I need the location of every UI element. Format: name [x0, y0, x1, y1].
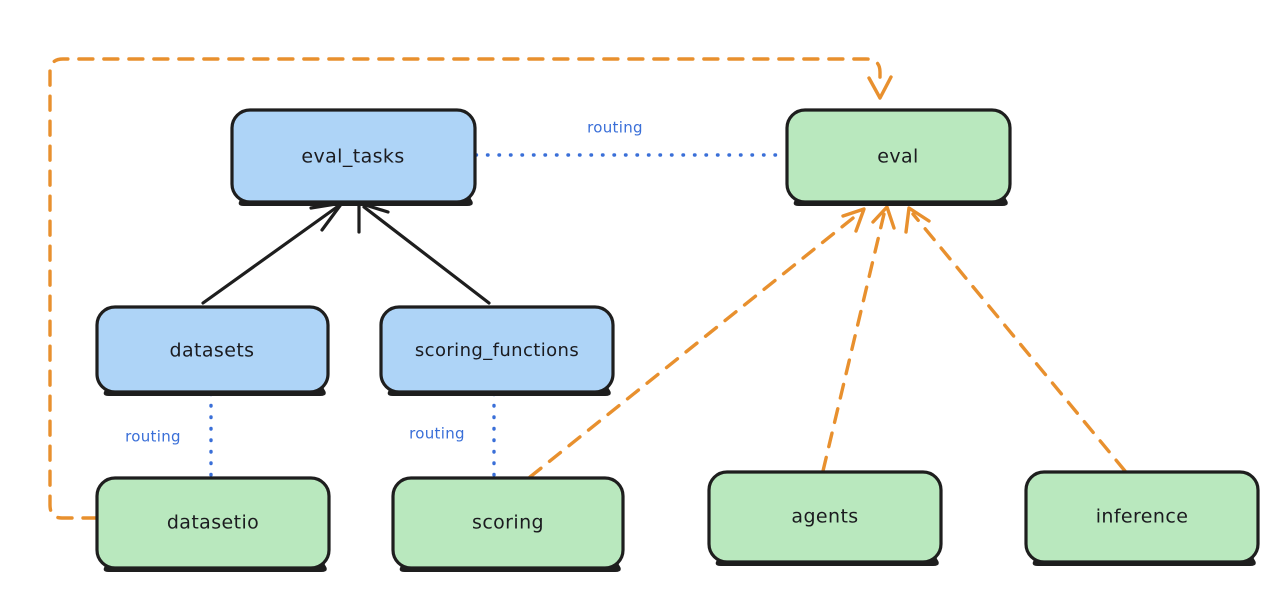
node-agents[interactable]: agents — [707, 470, 943, 566]
edge-datasetio-to-eval — [48, 57, 893, 520]
node-label-eval: eval — [877, 146, 918, 168]
node-label-datasetio: datasetio — [167, 512, 259, 534]
edge-scoring-to-eval — [528, 207, 866, 479]
node-label-scoring-functions: scoring_functions — [415, 340, 579, 361]
edge-label-routing-datasetio: routing — [125, 428, 181, 446]
node-eval-tasks[interactable]: eval_tasks — [230, 108, 477, 206]
edge-label-routing-scoring: routing — [409, 425, 465, 443]
node-eval[interactable]: eval — [785, 108, 1012, 206]
node-label-agents: agents — [791, 506, 858, 528]
edge-label-routing-eval: routing — [587, 119, 643, 137]
node-label-inference: inference — [1096, 506, 1189, 528]
node-label-scoring: scoring — [472, 512, 544, 534]
edge-scoring-functions-to-eval-tasks — [357, 201, 491, 305]
node-datasets[interactable]: datasets — [95, 305, 330, 396]
edge-datasets-to-eval-tasks — [201, 201, 344, 305]
node-inference[interactable]: inference — [1024, 470, 1260, 566]
node-label-datasets: datasets — [170, 340, 255, 362]
node-datasetio[interactable]: datasetio — [95, 476, 331, 572]
node-scoring[interactable]: scoring — [391, 476, 625, 572]
edge-inference-to-eval — [904, 206, 1127, 473]
node-scoring-functions[interactable]: scoring_functions — [379, 305, 615, 396]
node-label-eval-tasks: eval_tasks — [301, 146, 404, 168]
edge-agents-to-eval — [821, 205, 896, 473]
